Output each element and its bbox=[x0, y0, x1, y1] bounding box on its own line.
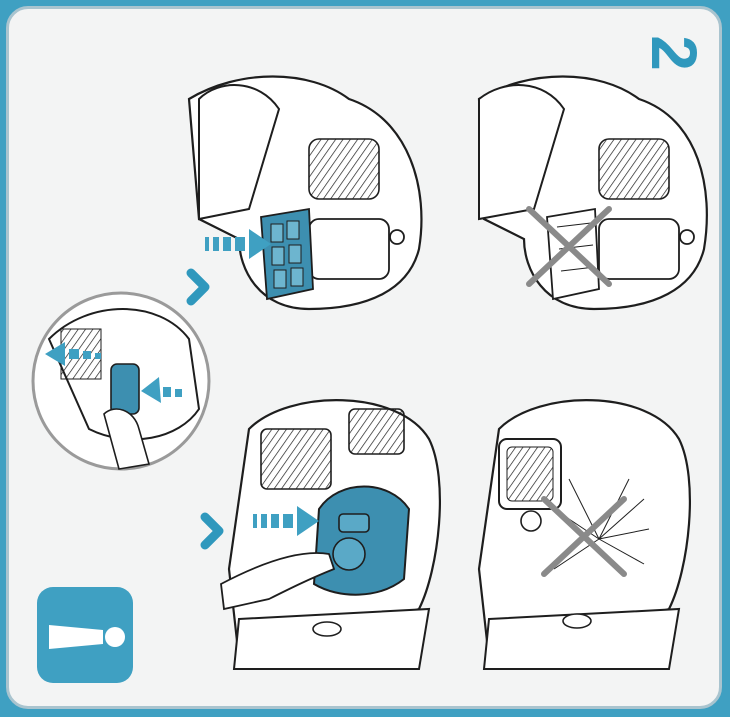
instruction-panel: 2 bbox=[6, 6, 722, 709]
airflow-arrow bbox=[205, 229, 271, 259]
chevron-right-icon bbox=[186, 268, 210, 306]
cross-mark-icon bbox=[541, 496, 627, 577]
vacuum-container-insert-illustration bbox=[220, 399, 441, 670]
dashed-arrow-icon bbox=[45, 342, 182, 403]
cross-mark-icon bbox=[526, 206, 612, 287]
chevron-right-icon bbox=[200, 512, 224, 550]
filter-cartridge bbox=[260, 207, 314, 301]
vacuum-no-filter-illustration bbox=[477, 75, 708, 311]
vacuum-no-container-illustration bbox=[477, 399, 691, 670]
illustration-canvas bbox=[31, 75, 708, 683]
detail-magnifier bbox=[31, 291, 211, 471]
airflow-arrow bbox=[253, 506, 319, 536]
vacuum-filter-insert-illustration bbox=[187, 75, 423, 311]
exclamation-icon bbox=[37, 587, 133, 683]
